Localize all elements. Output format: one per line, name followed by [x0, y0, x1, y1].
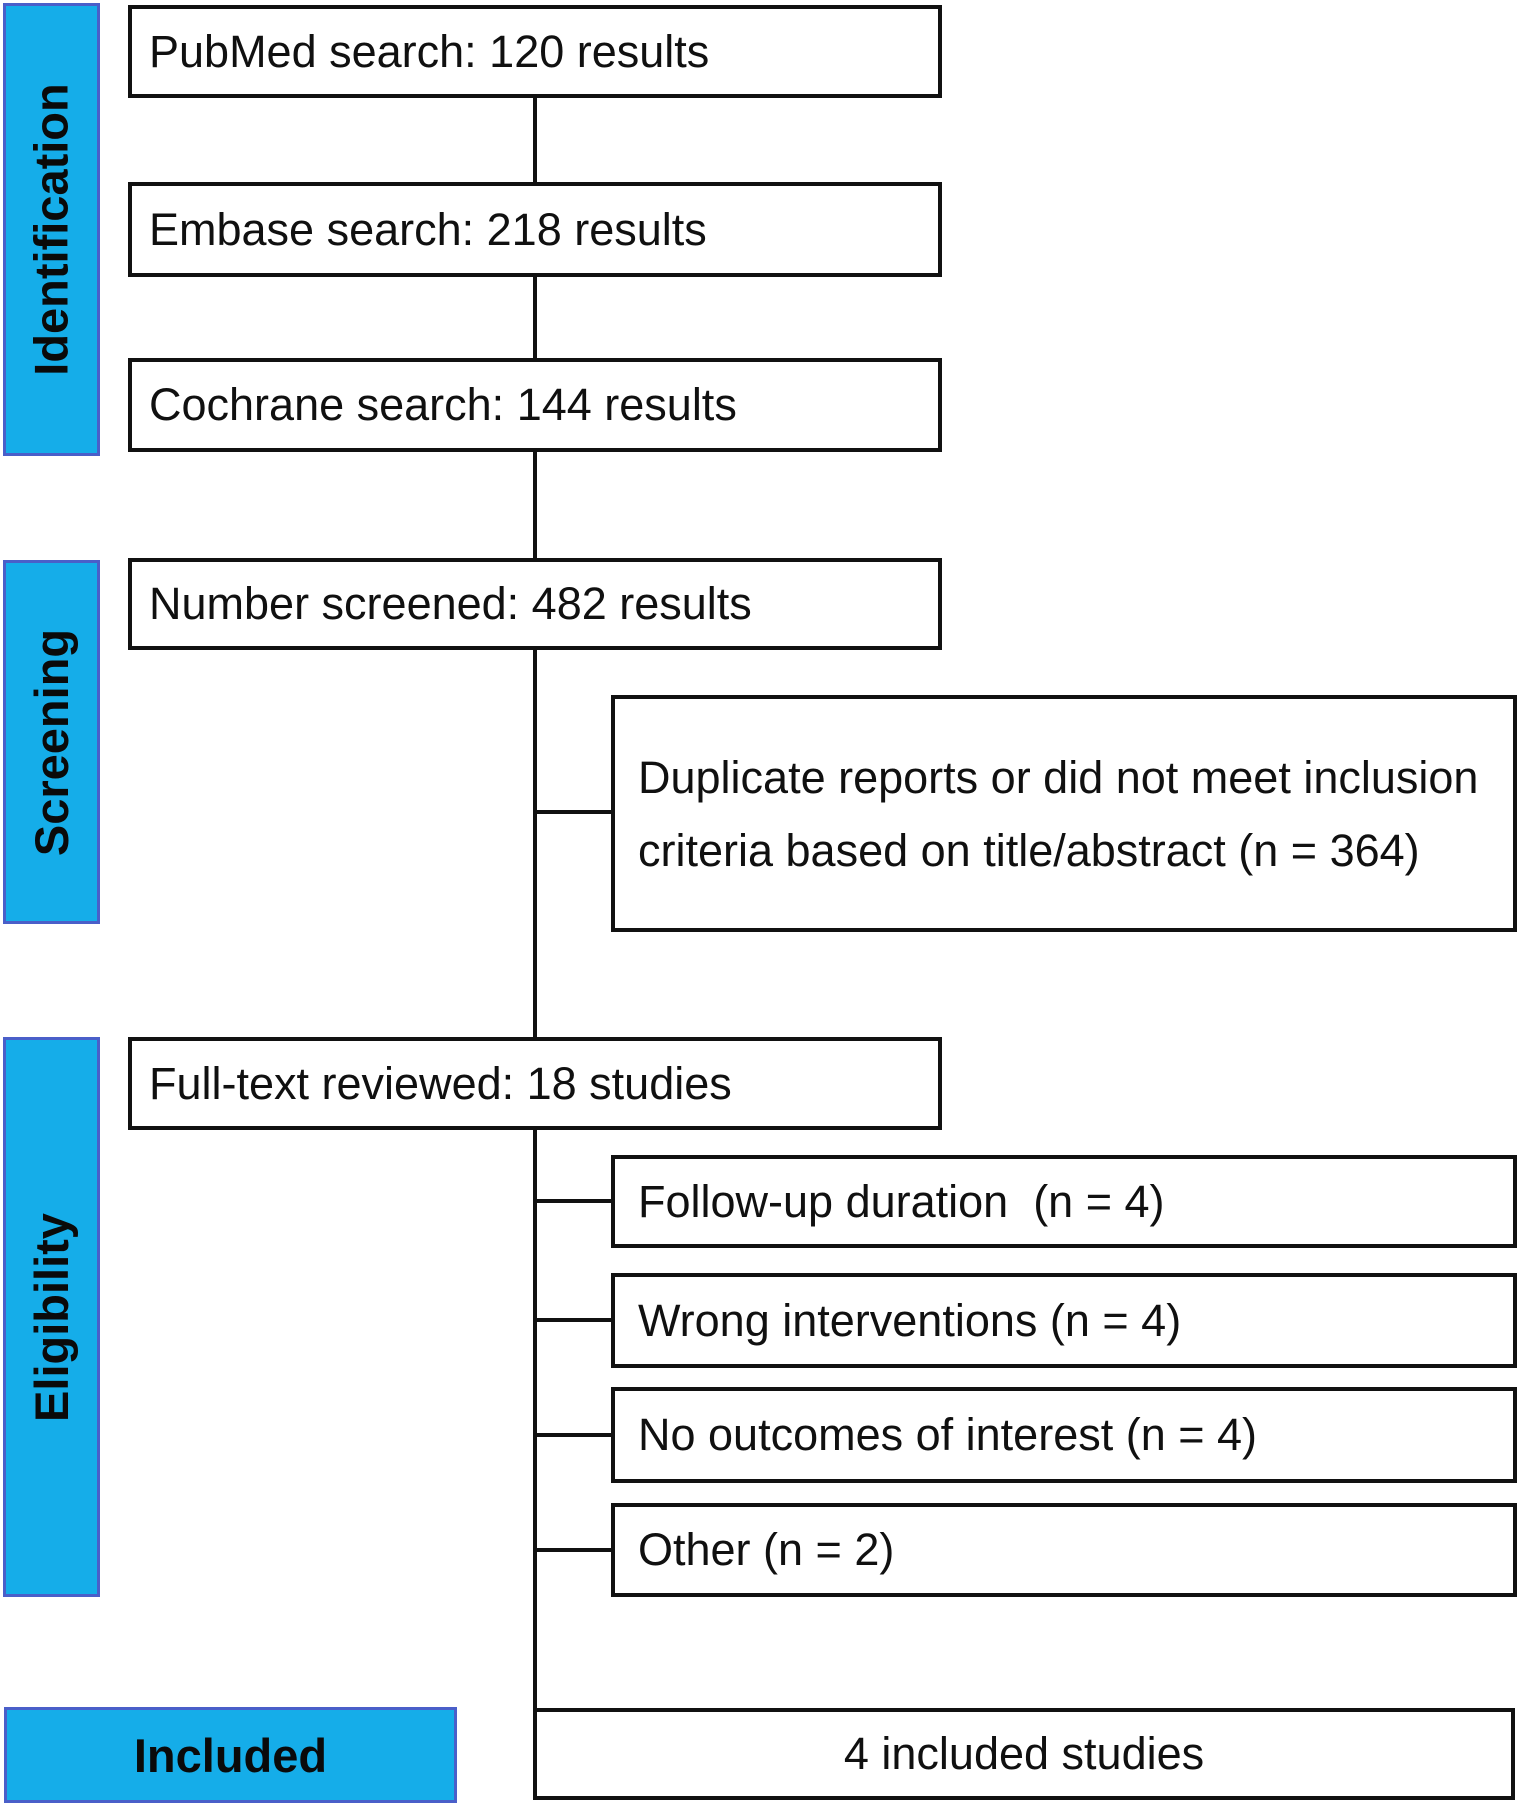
cochrane-search-text: Cochrane search: 144 results — [149, 379, 737, 430]
connector-stub-wrong — [533, 1318, 613, 1322]
connector-stub-followup — [533, 1199, 613, 1203]
excluded-no-outcomes-box: No outcomes of interest (n = 4) — [611, 1387, 1517, 1483]
connector-pubmed-embase — [533, 98, 537, 182]
pubmed-search-box: PubMed search: 120 results — [128, 5, 942, 98]
number-screened-box: Number screened: 482 results — [128, 558, 942, 650]
excluded-no-outcomes-text: No outcomes of interest (n = 4) — [638, 1409, 1258, 1460]
included-studies-box: 4 included studies — [533, 1708, 1515, 1800]
number-screened-text: Number screened: 482 results — [149, 578, 752, 629]
excluded-title-abstract-text: Duplicate reports or did not meet inclus… — [638, 751, 1491, 876]
connector-cochrane-screened — [533, 452, 537, 558]
connector-stub-no-outcomes — [533, 1433, 613, 1437]
excluded-title-abstract-box: Duplicate reports or did not meet inclus… — [611, 695, 1517, 932]
included-studies-text: 4 included studies — [843, 1728, 1205, 1779]
stage-included-label: Included — [133, 1728, 328, 1782]
excluded-followup-box: Follow-up duration (n = 4) — [611, 1155, 1517, 1248]
embase-search-text: Embase search: 218 results — [149, 203, 707, 255]
embase-search-box: Embase search: 218 results — [128, 182, 942, 277]
stage-eligibility: Eligibility — [3, 1037, 100, 1597]
excluded-other-box: Other (n = 2) — [611, 1503, 1517, 1597]
cochrane-search-box: Cochrane search: 144 results — [128, 358, 942, 452]
stage-screening: Screening — [3, 560, 100, 924]
connector-fulltext-included — [533, 1130, 537, 1708]
stage-included: Included — [4, 1707, 457, 1803]
stage-identification-label: Identification — [25, 83, 79, 376]
stage-identification: Identification — [3, 3, 100, 456]
excluded-wrong-interventions-text: Wrong interventions (n = 4) — [638, 1294, 1182, 1346]
fulltext-reviewed-box: Full-text reviewed: 18 studies — [128, 1037, 942, 1130]
stage-eligibility-label: Eligibility — [25, 1212, 79, 1422]
excluded-wrong-interventions-box: Wrong interventions (n = 4) — [611, 1273, 1517, 1368]
excluded-other-text: Other (n = 2) — [638, 1524, 895, 1575]
connector-stub-other — [533, 1548, 613, 1552]
fulltext-reviewed-text: Full-text reviewed: 18 studies — [149, 1057, 732, 1109]
connector-stub-title-abstract — [533, 810, 613, 814]
excluded-followup-text: Follow-up duration (n = 4) — [638, 1175, 1165, 1227]
connector-embase-cochrane — [533, 277, 537, 358]
pubmed-search-text: PubMed search: 120 results — [149, 25, 710, 77]
stage-screening-label: Screening — [25, 628, 78, 856]
connector-screened-fulltext — [533, 650, 537, 1037]
